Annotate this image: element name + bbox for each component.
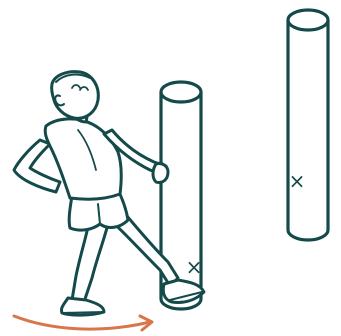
arrow-right-curved-icon <box>14 316 150 329</box>
front-hand <box>153 163 168 182</box>
cylinder-right <box>288 10 328 240</box>
motion-arrow <box>14 316 152 330</box>
cylinder-left-mark: × <box>186 255 203 279</box>
cylinder-right-mark: × <box>289 169 306 193</box>
